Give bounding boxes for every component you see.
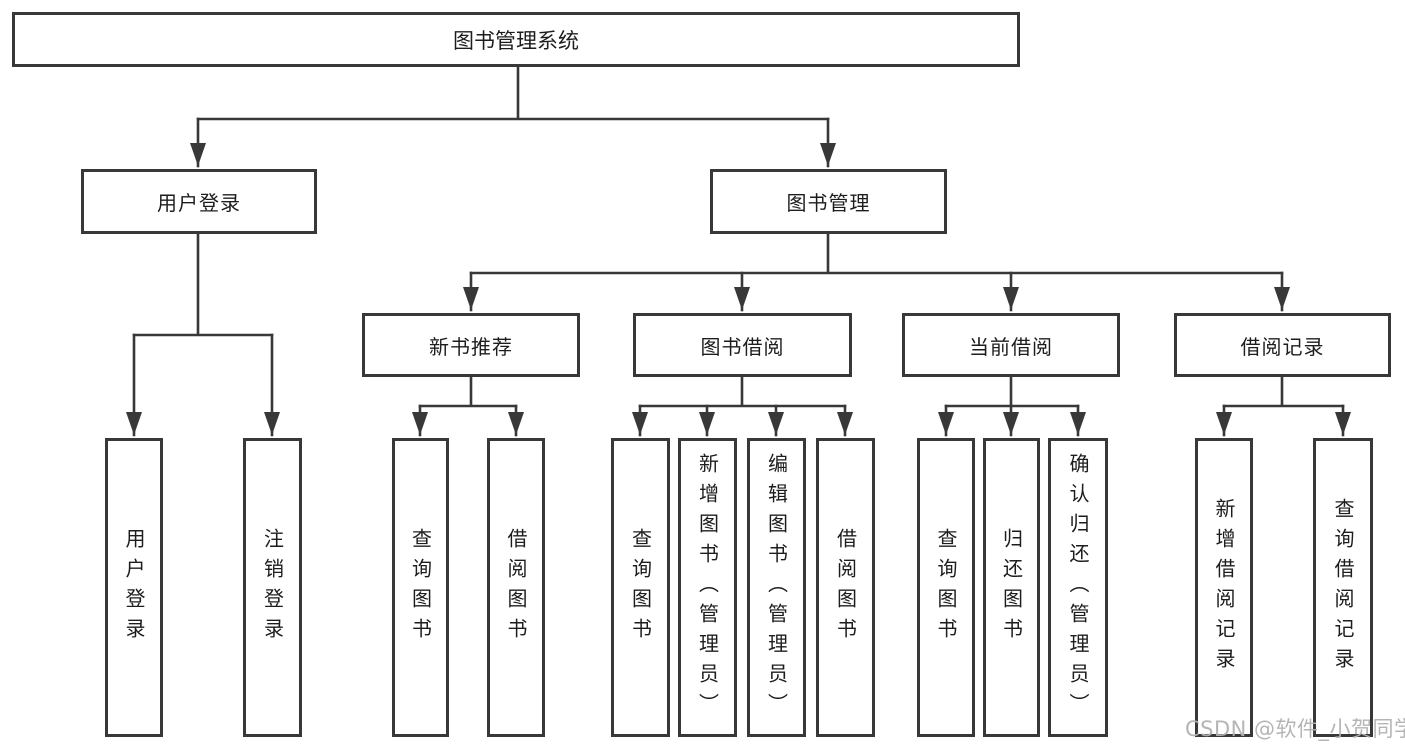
leaf-user-login: 用户登录 xyxy=(105,438,163,737)
leaf-borrowing-query-books: 查询图书 xyxy=(611,438,670,737)
connector-user-rail xyxy=(132,229,274,337)
leaf-borrowing-borrow-books: 借阅图书 xyxy=(816,438,875,737)
connector-root-rail xyxy=(196,62,830,121)
connector-newbook-rail xyxy=(418,372,518,408)
csdn-watermark: CSDN @软件_小贺同学 xyxy=(1185,717,1405,741)
leaf-logout: 注销登录 xyxy=(243,438,302,737)
leaf-borrowing-edit-books-admin: 编辑图书（管理员） xyxy=(747,438,806,737)
leaf-current-query-books: 查询图书 xyxy=(917,438,975,737)
node-current-borrowing: 当前借阅 xyxy=(902,313,1120,377)
leaf-records-query-record: 查询借阅记录 xyxy=(1313,438,1373,737)
node-book-management-branch: 图书管理 xyxy=(710,169,947,234)
node-user-login-branch: 用户登录 xyxy=(81,169,317,234)
connector-book-rail xyxy=(469,229,1284,275)
node-book-borrowing: 图书借阅 xyxy=(633,313,852,377)
leaf-current-return-books: 归还图书 xyxy=(983,438,1040,737)
leaf-borrowing-add-books-admin: 新增图书（管理员） xyxy=(678,438,737,737)
leaf-records-add-record: 新增借阅记录 xyxy=(1195,438,1253,737)
connector-records-rail xyxy=(1222,372,1345,408)
node-library-management-system: 图书管理系统 xyxy=(12,12,1020,67)
connector-borrowing-rail xyxy=(638,372,847,408)
leaf-newbook-borrow-books: 借阅图书 xyxy=(487,438,545,737)
leaf-current-confirm-return-admin: 确认归还（管理员） xyxy=(1048,438,1108,737)
leaf-newbook-query-books: 查询图书 xyxy=(392,438,449,737)
node-new-book-recommend: 新书推荐 xyxy=(362,313,580,377)
node-borrowing-records: 借阅记录 xyxy=(1174,313,1391,377)
connector-current-rail xyxy=(944,372,1080,408)
